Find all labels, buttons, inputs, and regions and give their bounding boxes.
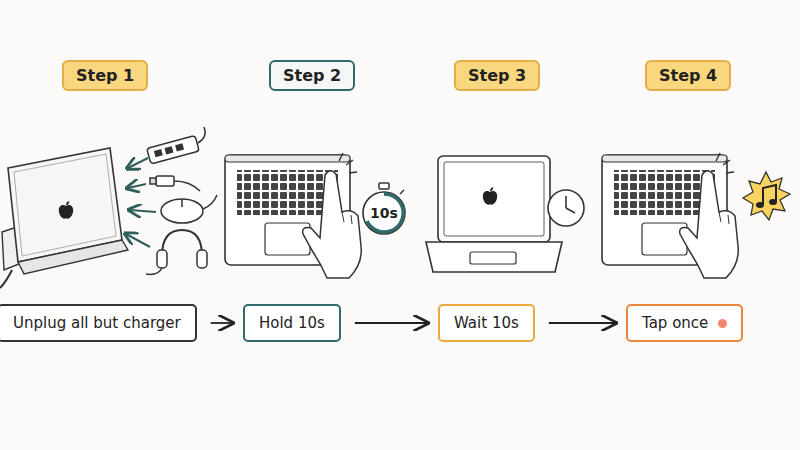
node-text: Step 4 [659, 66, 717, 85]
node-text: Tap once [642, 314, 708, 332]
action-box: Tap once [626, 304, 743, 342]
step-label: Step 3 [454, 60, 540, 91]
action-box: Wait 10s [438, 304, 535, 342]
node-text: Step 1 [76, 66, 134, 85]
clock-icon [548, 190, 584, 226]
stopwatch-timer: 10s [361, 190, 407, 236]
action-box: Hold 10s [243, 304, 341, 342]
node-text: Hold 10s [259, 314, 325, 332]
startup-chime [743, 172, 790, 220]
step-label: Step 1 [62, 60, 148, 91]
node-text: Wait 10s [454, 314, 519, 332]
peripherals [146, 127, 217, 274]
node-text: Unplug all but charger [13, 314, 181, 332]
laptop-top-view [225, 153, 361, 278]
status-dot [718, 319, 727, 328]
flow-arrow [549, 322, 616, 324]
flow-arrow [355, 322, 428, 324]
node-text: Step 2 [283, 66, 341, 85]
laptop-front [426, 156, 562, 272]
unplug-arrows [126, 158, 156, 247]
node-text: 10s [370, 205, 398, 221]
laptop-angled [0, 148, 128, 288]
action-box: Unplug all but charger [0, 304, 197, 342]
laptop-top-view [602, 153, 738, 278]
step-label: Step 2 [269, 60, 355, 91]
node-text: Step 3 [468, 66, 526, 85]
step-label: Step 4 [645, 60, 731, 91]
flow-arrow [211, 322, 233, 324]
